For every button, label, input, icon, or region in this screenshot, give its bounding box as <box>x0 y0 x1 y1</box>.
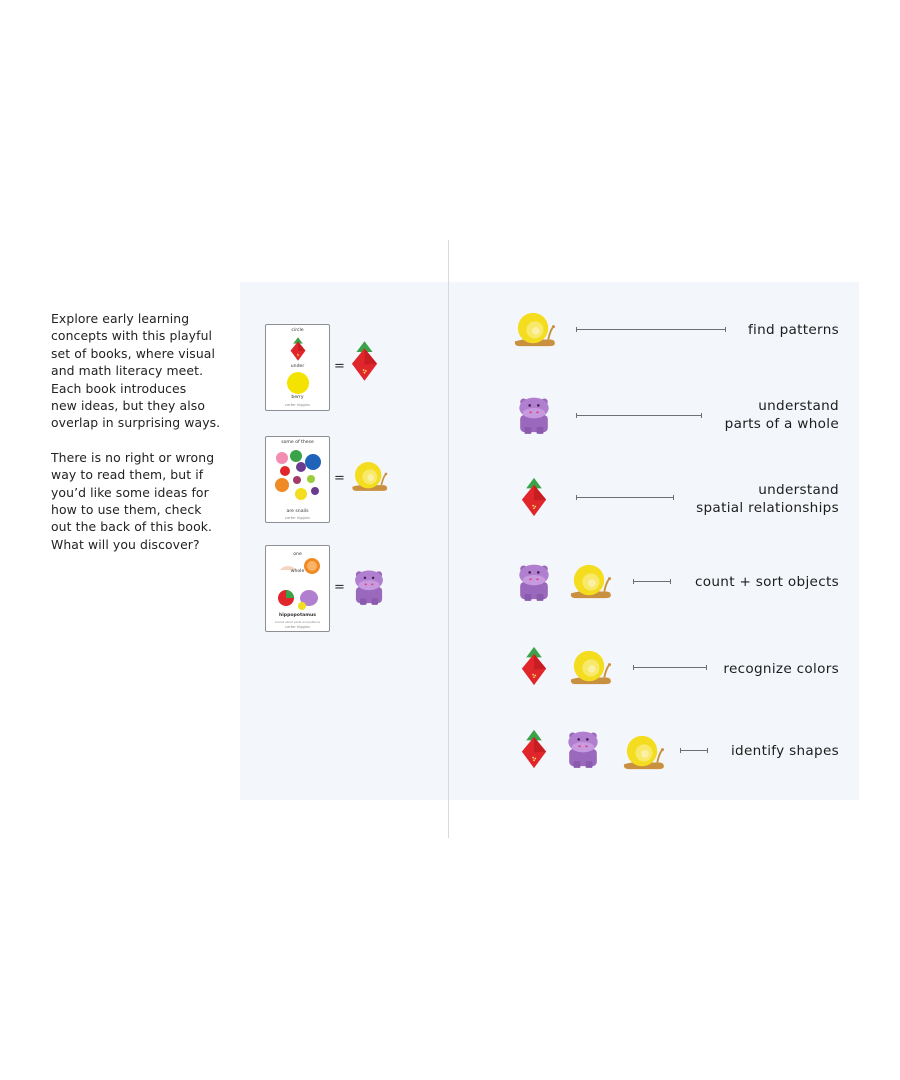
strawberry-icon <box>290 336 306 362</box>
intro-paragraph-2: There is no right or wrong way to read t… <box>51 449 215 552</box>
intro-paragraph-1: Explore early learning concepts with thi… <box>51 311 221 431</box>
book-author: carter higgins <box>285 625 310 629</box>
book-title-line: some of these <box>281 440 314 445</box>
book-cover-one-whole-hippopotamus: one whole hippopotamus a book about part… <box>265 545 330 632</box>
book-author: carter higgins <box>285 516 310 520</box>
skills-panel <box>449 282 859 800</box>
assorted-shapes-icon <box>275 450 321 500</box>
equals-sign: = <box>334 580 345 595</box>
book-cover-some-of-these-are-snails: some of these are snails carter higgins <box>265 436 330 523</box>
connector-line <box>576 413 702 418</box>
hippo-icon <box>515 393 553 435</box>
yellow-circle-icon <box>287 372 309 394</box>
strawberry-icon <box>521 473 547 521</box>
skill-label-identify-shapes: identify shapes <box>730 743 839 759</box>
equals-sign: = <box>334 359 345 374</box>
equals-sign: = <box>334 471 345 486</box>
connector-line <box>576 495 674 500</box>
strawberry-icon <box>521 642 547 690</box>
skill-label-parts-of-a-whole: understand parts of a whole <box>724 398 839 432</box>
strawberry-icon <box>351 336 378 386</box>
connector-line <box>576 327 726 332</box>
skill-label-recognize-colors: recognize colors <box>723 661 839 677</box>
book-title-line: are snails <box>286 509 309 514</box>
hippo-icon <box>351 567 387 605</box>
connector-line <box>633 665 707 670</box>
snail-icon <box>568 562 612 600</box>
book-title-line: whole <box>290 569 305 574</box>
book-title-line: one <box>293 552 302 557</box>
page-spine <box>448 240 449 838</box>
snail-icon <box>350 459 388 493</box>
book-title-line: berry <box>291 395 304 400</box>
hippo-icon <box>564 727 602 769</box>
fruit-shapes-icon <box>278 558 320 610</box>
skill-label-find-patterns: find patterns <box>747 322 839 338</box>
book-subtitle: a book about parts and patterns <box>274 620 321 624</box>
connector-line <box>633 579 671 584</box>
book-cover-circle-under-berry: circle under berry carter higgins <box>265 324 330 411</box>
book-title-line: hippopotamus <box>278 613 317 618</box>
skill-label-spatial-relationships: understand spatial relationships <box>696 482 839 516</box>
strawberry-icon <box>521 725 547 773</box>
book-author: carter higgins <box>285 403 310 407</box>
skill-label-count-sort-objects: count + sort objects <box>695 574 839 590</box>
intro-text: Explore early learning concepts with thi… <box>51 310 226 570</box>
connector-line <box>680 748 708 753</box>
book-title-line: circle <box>291 328 304 333</box>
snail-icon <box>621 733 665 771</box>
snail-icon <box>568 648 612 686</box>
book-title-line: under <box>290 364 305 369</box>
snail-icon <box>512 310 556 348</box>
hippo-icon <box>515 560 553 602</box>
